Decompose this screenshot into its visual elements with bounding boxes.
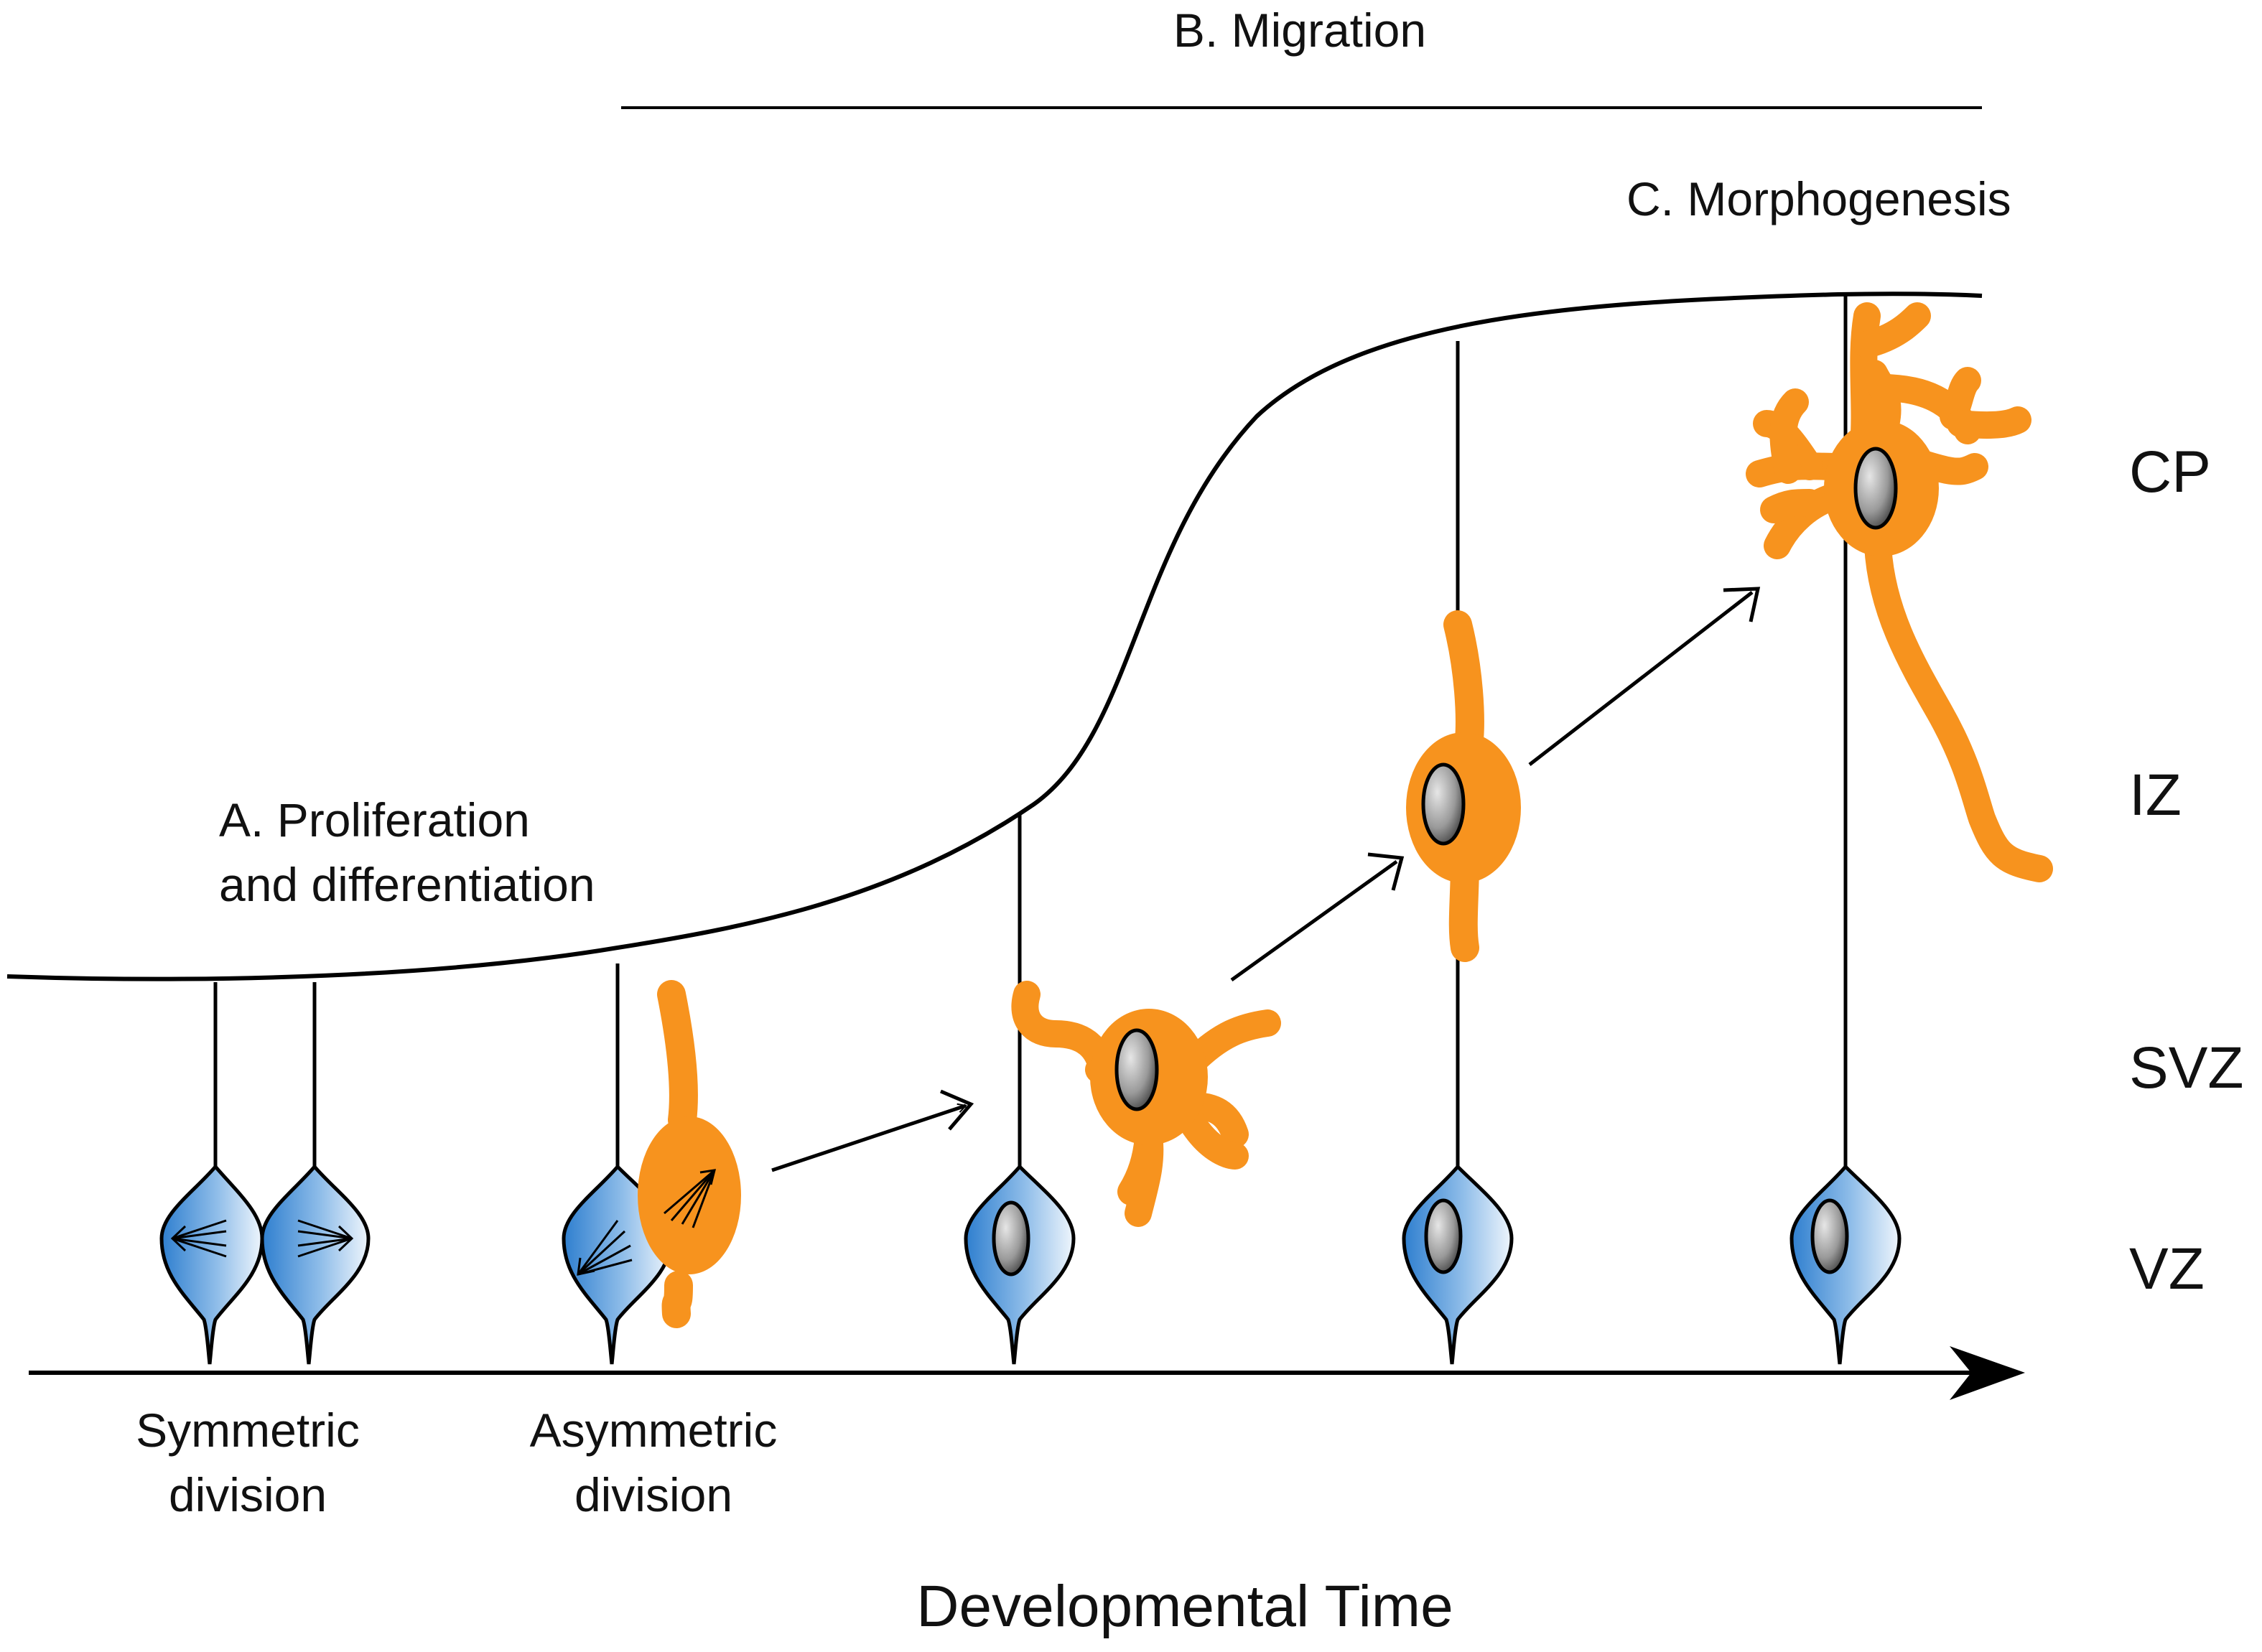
time-axis-arrowhead-icon [1950,1346,2025,1400]
radial-glia-body [260,1164,371,1365]
proliferation-title-line1: A. Proliferation [219,793,530,846]
proliferation-title-line2: and differentiation [219,858,595,911]
x-axis-label: Developmental Time [916,1574,1453,1639]
migration-arrow-1 [771,1106,966,1172]
nucleus [1114,1028,1159,1111]
mitotic-spindle-down-left-icon [577,1220,633,1276]
nucleus [1421,762,1466,846]
radial-glia-1 [159,982,264,1365]
mitotic-spindle-right-icon [297,1219,354,1258]
mature-neuron [1746,302,2053,882]
migration-arrow-1-head-icon [940,1089,974,1131]
radial-glia-2 [260,982,371,1365]
symmetric-division-label-line1: Symmetric [136,1404,360,1457]
mitotic-spindle-up-right-icon [664,1169,717,1228]
migration-arrow-3 [1528,591,1754,766]
radial-glia-body [159,1164,264,1365]
radial-glia-5 [1789,296,1902,1365]
zone-label-cp: CP [2129,439,2211,505]
pial-surface-curve [6,291,1983,981]
migration-title: B. Migration [1173,4,1426,57]
zone-label-iz: IZ [2129,762,2182,828]
nucleus [992,1200,1030,1277]
zone-label-svz: SVZ [2129,1035,2243,1101]
migration-arrow-2-head-icon [1367,852,1405,891]
morphogenesis-title: C. Morphogenesis [1626,172,2011,225]
symmetric-division-label-line2: division [169,1468,327,1521]
asymmetric-division-label-line1: Asymmetric [530,1404,778,1457]
radial-glia-body [1789,1164,1902,1365]
migration-arrow-3-head-icon [1723,587,1761,622]
nucleus [1424,1198,1463,1274]
newborn-neuron [638,980,741,1328]
bipolar-migrating-neuron [1406,610,1521,962]
migration-arrow-2 [1230,859,1398,982]
asymmetric-division-label-line2: division [574,1468,732,1521]
mitotic-spindle-left-icon [170,1219,227,1258]
zone-label-vz: VZ [2129,1236,2205,1302]
nucleus [1810,1198,1849,1274]
radial-glia-3 [964,815,1076,1365]
radial-glia-body [1402,1164,1514,1365]
nucleus [1853,447,1898,530]
